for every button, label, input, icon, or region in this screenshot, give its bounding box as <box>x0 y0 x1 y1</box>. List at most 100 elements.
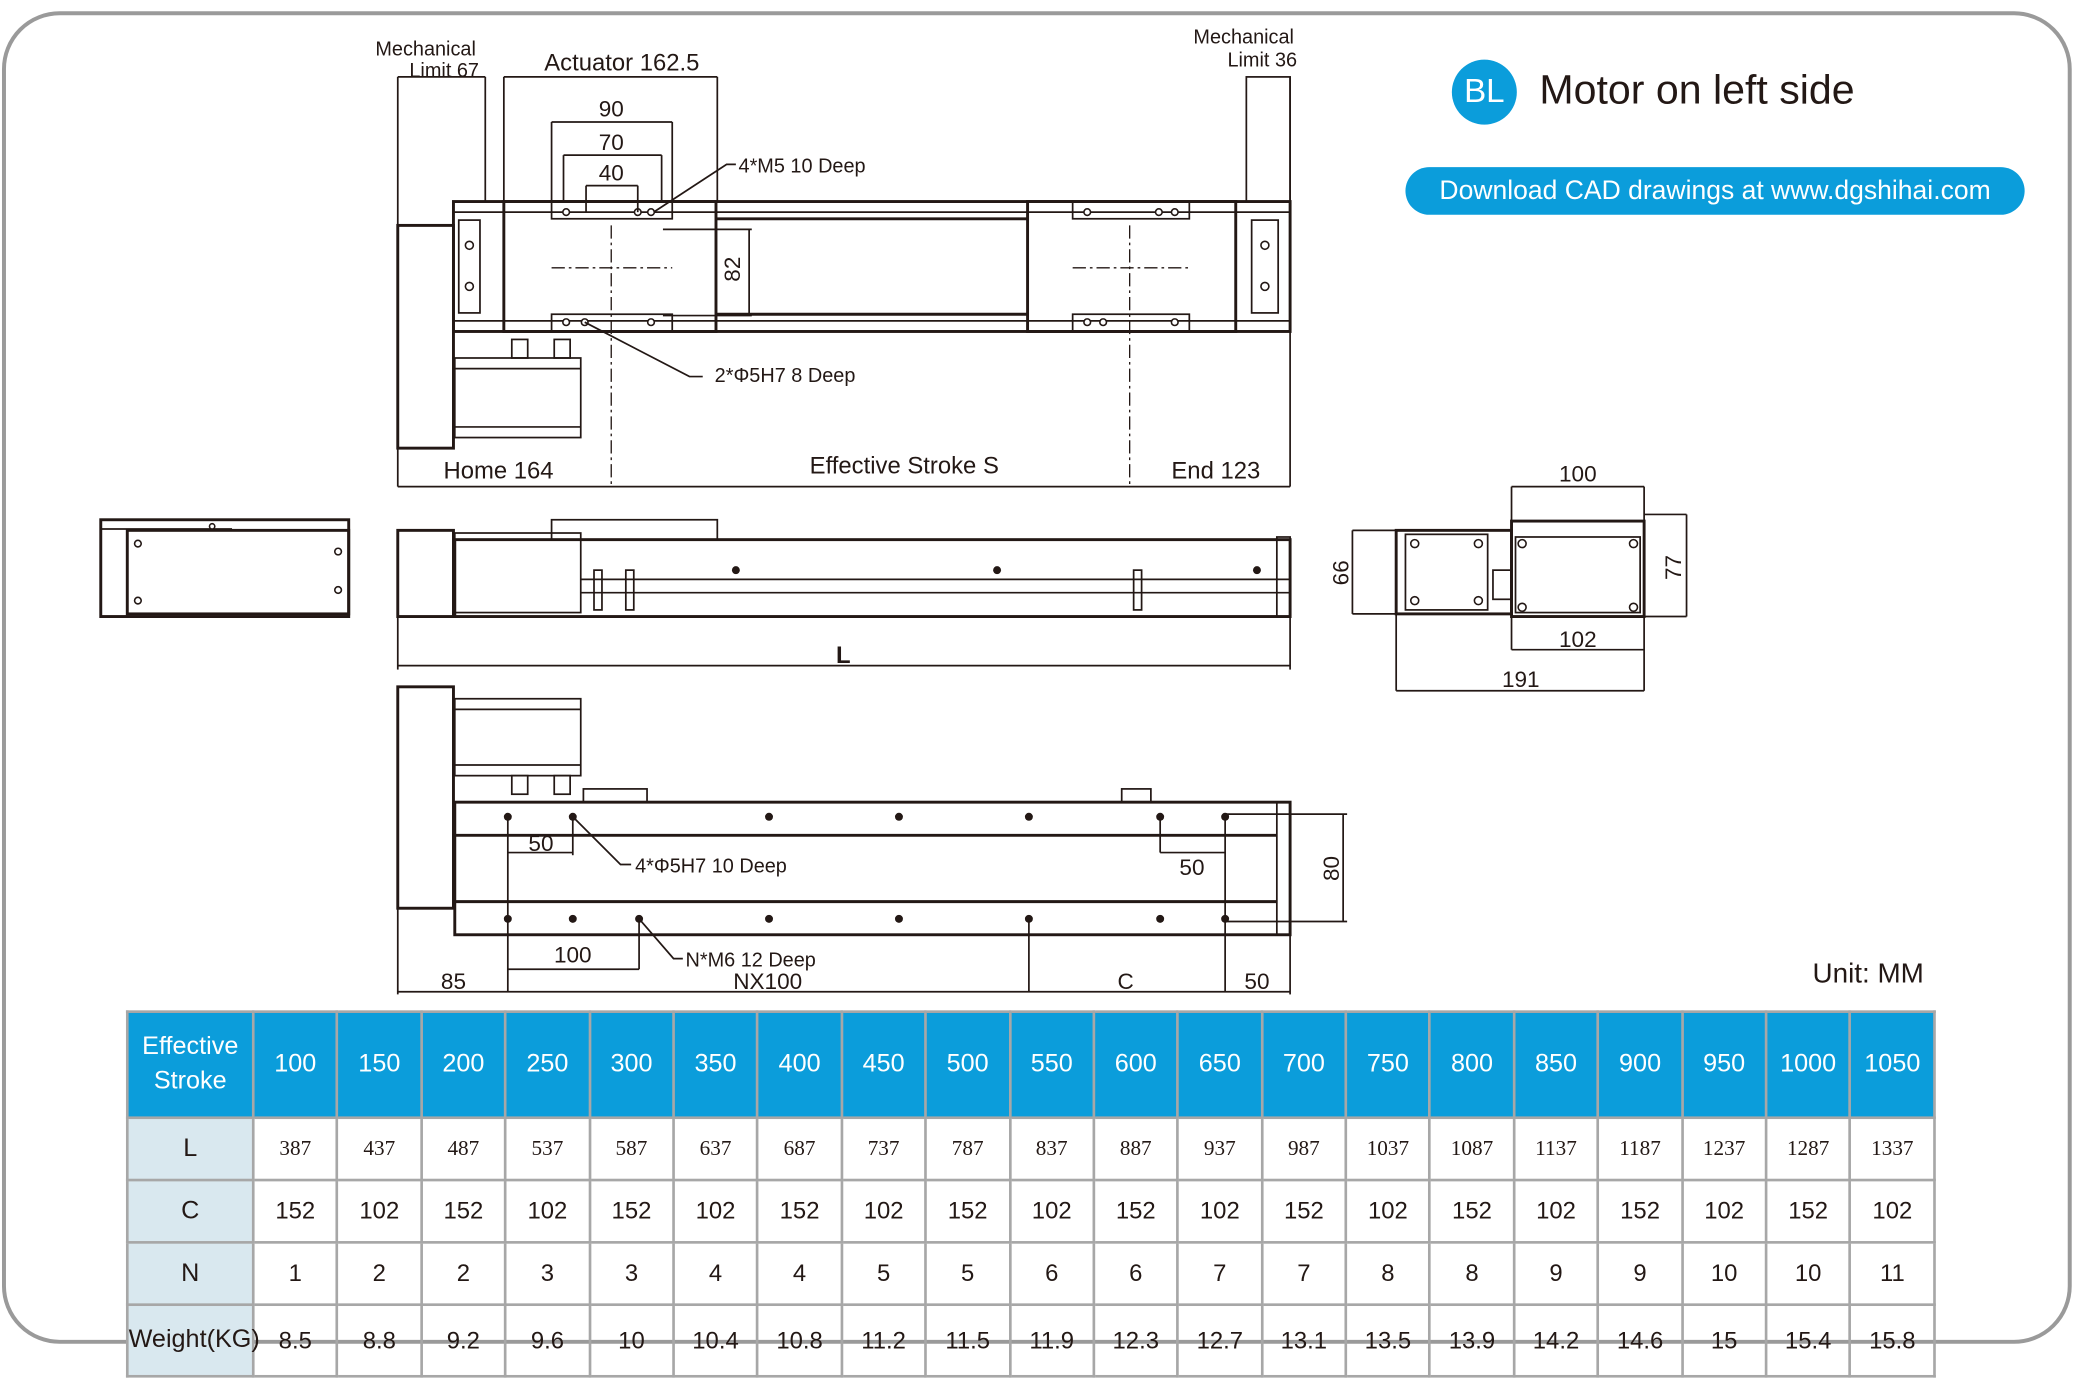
bottom-view: 50 50 80 100 85 NX100 C 50 4*Φ5H7 10 Dee… <box>396 685 1348 995</box>
table-cell: 4 <box>672 1241 759 1307</box>
table-cell: 152 <box>251 1178 339 1244</box>
table-cell: 5 <box>924 1241 1012 1307</box>
table-cell: 152 <box>420 1178 507 1244</box>
table-cell: 9.2 <box>420 1303 507 1378</box>
table-cell: 102 <box>672 1178 759 1244</box>
dim-nx100: NX100 <box>733 969 802 994</box>
dim-77-end: 77 <box>1661 555 1686 580</box>
dim-100-pitch: 100 <box>554 943 592 968</box>
table-cell: 3 <box>588 1241 675 1307</box>
table-cell: 15.8 <box>1848 1303 1936 1378</box>
header-stroke-400: 400 <box>756 1010 843 1120</box>
header-stroke-450: 450 <box>840 1010 927 1120</box>
table-cell: 10 <box>1680 1241 1768 1307</box>
carriage-left <box>502 200 718 333</box>
header-stroke-700: 700 <box>1260 1010 1348 1120</box>
dim-82: 82 <box>720 257 745 282</box>
table-cell: 152 <box>1596 1178 1684 1244</box>
side-view: L <box>396 518 1292 670</box>
dim-70: 70 <box>599 130 624 155</box>
dim-90: 90 <box>599 97 624 122</box>
table-cell: 987 <box>1260 1116 1348 1182</box>
unit-label: Unit: MM <box>1812 958 1924 990</box>
left-end-view <box>99 518 351 619</box>
table-cell: 8 <box>1344 1241 1432 1307</box>
table-cell: 1187 <box>1596 1116 1684 1182</box>
mech-limit-right-line1: Mechanical <box>1193 27 1294 49</box>
table-cell: 152 <box>588 1178 675 1244</box>
callout-m6: N*M6 12 Deep <box>685 950 815 972</box>
top-view: Mechanical Limit 67 Mechanical Limit 36 … <box>375 27 1297 488</box>
table-cell: 1287 <box>1764 1116 1852 1182</box>
actuator-label: Actuator 162.5 <box>544 49 699 76</box>
dim-40: 40 <box>599 160 624 185</box>
table-cell: 1 <box>251 1241 339 1307</box>
header-stroke-250: 250 <box>504 1010 591 1120</box>
table-cell: 2 <box>420 1241 507 1307</box>
table-cell: 737 <box>840 1116 927 1182</box>
dim-102-end: 102 <box>1559 627 1597 652</box>
header-stroke-600: 600 <box>1092 1010 1180 1120</box>
table-cell: 11.9 <box>1008 1303 1096 1378</box>
table-cell: 102 <box>335 1178 423 1244</box>
table-cell: 7 <box>1176 1241 1264 1307</box>
table-cell: 102 <box>1680 1178 1768 1244</box>
table-cell: 1137 <box>1512 1116 1600 1182</box>
download-cad-link[interactable]: Download CAD drawings at www.dgshihai.co… <box>1405 167 2025 215</box>
right-end-view: 100 102 191 66 77 <box>1328 461 1688 692</box>
table-cell: 12.7 <box>1176 1303 1264 1378</box>
table-cell: 102 <box>504 1178 591 1244</box>
mech-limit-left-line2: Limit 67 <box>409 60 479 82</box>
header-label-line1: Effective <box>142 1032 239 1061</box>
table-cell: 387 <box>251 1116 339 1182</box>
header-label-line2: Stroke <box>153 1067 227 1096</box>
header-stroke-200: 200 <box>420 1010 507 1120</box>
header-stroke-350: 350 <box>672 1010 759 1120</box>
table-cell: 15 <box>1680 1303 1768 1378</box>
header-stroke-650: 650 <box>1176 1010 1264 1120</box>
table-cell: 487 <box>420 1116 507 1182</box>
table-cell: 14.6 <box>1596 1303 1684 1378</box>
table-cell: 1087 <box>1428 1116 1516 1182</box>
home-label: Home 164 <box>443 458 553 485</box>
table-cell: 9 <box>1596 1241 1684 1307</box>
dim-50-end: 50 <box>1244 969 1269 994</box>
dim-50-left: 50 <box>528 831 553 856</box>
table-cell: 11.2 <box>840 1303 927 1378</box>
table-cell: 13.9 <box>1428 1303 1516 1378</box>
table-cell: 152 <box>1428 1178 1516 1244</box>
technical-drawing: Mechanical Limit 67 Mechanical Limit 36 … <box>1 11 2072 1344</box>
end-label: End 123 <box>1171 458 1260 485</box>
mech-limit-left-line1: Mechanical <box>375 39 476 61</box>
table-cell: 8 <box>1428 1241 1516 1307</box>
table-cell: 10.8 <box>756 1303 843 1378</box>
header-stroke-150: 150 <box>335 1010 423 1120</box>
table-cell: 13.1 <box>1260 1303 1348 1378</box>
row-label: N <box>125 1241 255 1307</box>
table-cell: 3 <box>504 1241 591 1307</box>
table-cell: 102 <box>1008 1178 1096 1244</box>
dim-100-end: 100 <box>1559 461 1597 486</box>
table-cell: 937 <box>1176 1116 1264 1182</box>
table-cell: 9.6 <box>504 1303 591 1378</box>
table-cell: 7 <box>1260 1241 1348 1307</box>
header-stroke-500: 500 <box>924 1010 1012 1120</box>
table-cell: 5 <box>840 1241 927 1307</box>
header-stroke-850: 850 <box>1512 1010 1600 1120</box>
table-cell: 10 <box>1764 1241 1852 1307</box>
table-cell: 9 <box>1512 1241 1600 1307</box>
table-cell: 102 <box>1344 1178 1432 1244</box>
header-stroke-550: 550 <box>1008 1010 1096 1120</box>
table-cell: 10.4 <box>672 1303 759 1378</box>
table-cell: 152 <box>756 1178 843 1244</box>
table-cell: 14.2 <box>1512 1303 1600 1378</box>
datasheet: Mechanical Limit 67 Mechanical Limit 36 … <box>1 11 2072 1378</box>
table-cell: 15.4 <box>1764 1303 1852 1378</box>
